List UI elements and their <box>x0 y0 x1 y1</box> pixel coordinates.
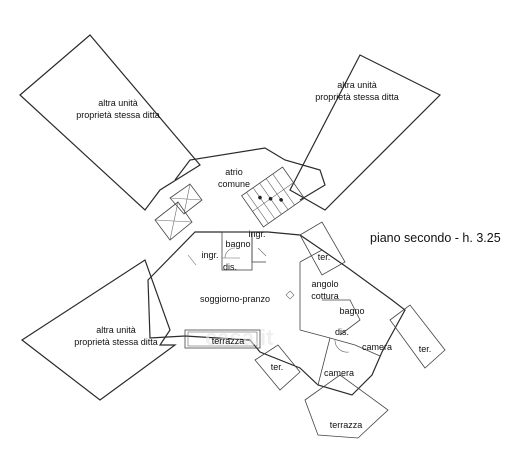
atrio-walls <box>174 147 326 201</box>
label-unit-tl-2: proprietà stessa ditta <box>76 110 160 120</box>
wing-top-left <box>19 34 201 211</box>
kitchen-marker <box>285 290 295 300</box>
label-ingr-right: ingr. <box>248 229 265 239</box>
label-unit-tr-1: altra unità <box>337 80 377 90</box>
label-soggiorno: soggiorno-pranzo <box>200 294 270 304</box>
label-ter-right: ter. <box>419 344 432 354</box>
interior-walls <box>187 231 381 386</box>
plan-caption: piano secondo - h. 3.25 <box>370 231 501 245</box>
watermark: casa.it <box>205 325 274 350</box>
label-camera-lower: camera <box>324 368 354 378</box>
service-shafts <box>154 183 203 241</box>
label-terrazza-bottom: terrazza <box>330 420 363 430</box>
label-angolo-1: angolo <box>311 279 338 289</box>
label-atrio-2: comune <box>218 179 250 189</box>
label-bagno-upper: bagno <box>225 239 250 249</box>
label-dis-upper: dis. <box>223 262 237 272</box>
label-angolo-2: cottura <box>311 291 339 301</box>
label-terrazza-left: terrazza <box>212 336 245 346</box>
wing-bottom-left <box>20 259 177 401</box>
label-unit-tr-2: proprietà stessa ditta <box>315 92 399 102</box>
terraces <box>184 221 446 439</box>
label-ter-top: ter. <box>318 252 331 262</box>
label-ter-bottom: ter. <box>271 362 284 372</box>
label-dis-lower: dis. <box>335 327 349 337</box>
label-bagno-lower: bagno <box>339 306 364 316</box>
label-ingr-left: ingr. <box>201 250 218 260</box>
label-unit-bl-1: altra unità <box>96 325 136 335</box>
label-unit-tl-1: altra unità <box>98 98 138 108</box>
apartment-envelope <box>147 231 406 396</box>
wing-top-right <box>289 54 442 211</box>
stair-steps <box>246 173 295 224</box>
label-camera-right: camera <box>362 342 392 352</box>
label-atrio-1: atrio <box>225 167 243 177</box>
label-unit-bl-2: proprietà stessa ditta <box>74 337 158 347</box>
